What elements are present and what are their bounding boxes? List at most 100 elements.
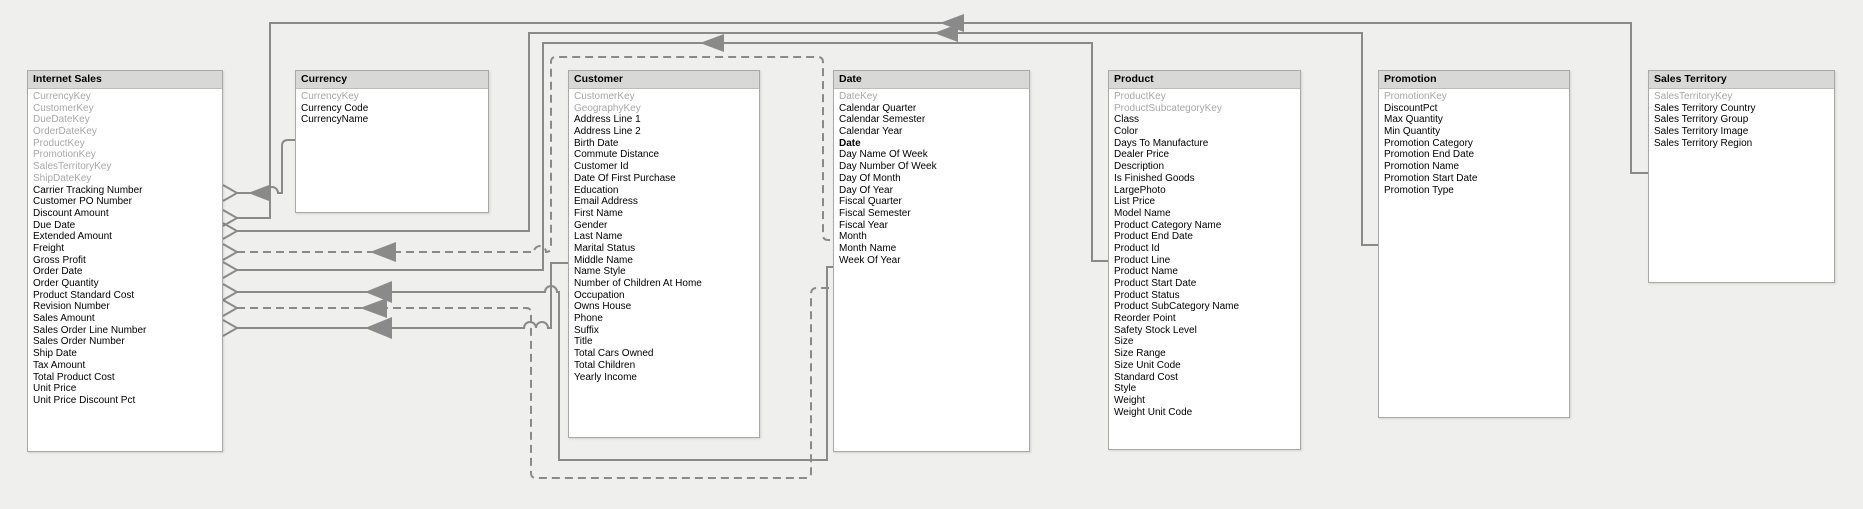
field-row[interactable]: CustomerKey [569, 91, 759, 103]
field-row[interactable]: Occupation [569, 290, 759, 302]
table-header-date[interactable]: Date [834, 71, 1029, 89]
field-row[interactable]: Due Date [28, 220, 222, 232]
field-row[interactable]: Product End Date [1109, 231, 1300, 243]
table-promotion[interactable]: Promotion PromotionKeyDiscountPctMax Qua… [1378, 70, 1570, 418]
field-row[interactable]: SalesTerritoryKey [28, 161, 222, 173]
field-row[interactable]: Carrier Tracking Number [28, 185, 222, 197]
field-row[interactable]: Day Of Month [834, 173, 1029, 185]
field-row[interactable]: Promotion Type [1379, 185, 1569, 197]
field-row[interactable]: Promotion Name [1379, 161, 1569, 173]
field-row[interactable]: Style [1109, 383, 1300, 395]
field-row[interactable]: ShipDateKey [28, 173, 222, 185]
relationship-internet-sales-customer[interactable] [237, 263, 568, 328]
table-header-sales-territory[interactable]: Sales Territory [1649, 71, 1834, 89]
field-row[interactable]: Sales Amount [28, 313, 222, 325]
field-row[interactable]: DueDateKey [28, 114, 222, 126]
field-row[interactable]: Currency Code [296, 103, 488, 115]
field-row[interactable]: Month [834, 231, 1029, 243]
relationship-arrow-date-active[interactable] [365, 281, 392, 303]
field-row[interactable]: Model Name [1109, 208, 1300, 220]
field-row[interactable]: Size [1109, 336, 1300, 348]
table-customer[interactable]: Customer CustomerKeyGeographyKeyAddress … [568, 70, 760, 438]
table-sales-territory[interactable]: Sales Territory SalesTerritoryKeySales T… [1648, 70, 1835, 283]
field-row[interactable]: Total Cars Owned [569, 348, 759, 360]
field-row[interactable]: Tax Amount [28, 360, 222, 372]
field-row[interactable]: Total Product Cost [28, 372, 222, 384]
field-row[interactable]: LargePhoto [1109, 185, 1300, 197]
field-row[interactable]: PromotionKey [28, 149, 222, 161]
field-row[interactable]: Calendar Semester [834, 114, 1029, 126]
field-row[interactable]: Birth Date [569, 138, 759, 150]
field-row[interactable]: PromotionKey [1379, 91, 1569, 103]
field-row[interactable]: Unit Price Discount Pct [28, 395, 222, 407]
field-row[interactable]: Standard Cost [1109, 372, 1300, 384]
field-row[interactable]: CustomerKey [28, 103, 222, 115]
table-product[interactable]: Product ProductKeyProductSubcategoryKeyC… [1108, 70, 1301, 450]
field-row[interactable]: Sales Order Number [28, 336, 222, 348]
table-internet-sales[interactable]: Internet Sales CurrencyKeyCustomerKeyDue… [27, 70, 223, 452]
field-row[interactable]: Days To Manufacture [1109, 138, 1300, 150]
table-header-product[interactable]: Product [1109, 71, 1300, 89]
relationship-arrow-customer[interactable] [365, 317, 392, 339]
field-row[interactable]: Commute Distance [569, 149, 759, 161]
field-row[interactable]: Name Style [569, 266, 759, 278]
field-row[interactable]: Address Line 2 [569, 126, 759, 138]
field-row[interactable]: Day Name Of Week [834, 149, 1029, 161]
field-row[interactable]: Safety Stock Level [1109, 325, 1300, 337]
field-row[interactable]: Color [1109, 126, 1300, 138]
field-row[interactable]: Owns House [569, 301, 759, 313]
relationship-arrow-currency[interactable] [248, 185, 269, 201]
field-row[interactable]: Extended Amount [28, 231, 222, 243]
field-row[interactable]: Product Start Date [1109, 278, 1300, 290]
field-row[interactable]: CurrencyKey [296, 91, 488, 103]
field-row[interactable]: Education [569, 185, 759, 197]
field-row[interactable]: Promotion Category [1379, 138, 1569, 150]
table-currency[interactable]: Currency CurrencyKeyCurrency CodeCurrenc… [295, 70, 489, 213]
field-row[interactable]: Promotion End Date [1379, 149, 1569, 161]
field-row[interactable]: Suffix [569, 325, 759, 337]
field-row[interactable]: Email Address [569, 196, 759, 208]
field-row[interactable]: Description [1109, 161, 1300, 173]
field-row[interactable]: Date [834, 138, 1029, 150]
field-row[interactable]: Max Quantity [1379, 114, 1569, 126]
field-row[interactable]: Weight Unit Code [1109, 407, 1300, 419]
field-row[interactable]: Product Line [1109, 255, 1300, 267]
field-row[interactable]: Gross Profit [28, 255, 222, 267]
table-header-customer[interactable]: Customer [569, 71, 759, 89]
field-row[interactable]: Discount Amount [28, 208, 222, 220]
field-row[interactable]: CurrencyName [296, 114, 488, 126]
field-row[interactable]: Yearly Income [569, 372, 759, 384]
field-row[interactable]: Product SubCategory Name [1109, 301, 1300, 313]
field-row[interactable]: Middle Name [569, 255, 759, 267]
field-row[interactable]: List Price [1109, 196, 1300, 208]
field-row[interactable]: Reorder Point [1109, 313, 1300, 325]
field-row[interactable]: Date Of First Purchase [569, 173, 759, 185]
relationship-internet-sales-currency[interactable] [237, 140, 295, 193]
field-row[interactable]: SalesTerritoryKey [1649, 91, 1834, 103]
field-row[interactable]: DiscountPct [1379, 103, 1569, 115]
field-row[interactable]: ProductSubcategoryKey [1109, 103, 1300, 115]
field-row[interactable]: Total Children [569, 360, 759, 372]
field-row[interactable]: Size Unit Code [1109, 360, 1300, 372]
field-row[interactable]: Ship Date [28, 348, 222, 360]
field-row[interactable]: Order Date [28, 266, 222, 278]
field-row[interactable]: Number of Children At Home [569, 278, 759, 290]
field-row[interactable]: Sales Territory Country [1649, 103, 1834, 115]
relationship-arrow-promotion[interactable] [934, 24, 958, 42]
field-row[interactable]: Week Of Year [834, 255, 1029, 267]
relationship-arrow-date-inactive-2[interactable] [360, 298, 387, 318]
field-row[interactable]: Fiscal Year [834, 220, 1029, 232]
field-row[interactable]: Unit Price [28, 383, 222, 395]
field-row[interactable]: Weight [1109, 395, 1300, 407]
table-header-internet-sales[interactable]: Internet Sales [28, 71, 222, 89]
field-row[interactable]: GeographyKey [569, 103, 759, 115]
field-row[interactable]: Freight [28, 243, 222, 255]
field-row[interactable]: Customer PO Number [28, 196, 222, 208]
field-row[interactable]: Address Line 1 [569, 114, 759, 126]
field-row[interactable]: Order Quantity [28, 278, 222, 290]
field-row[interactable]: Min Quantity [1379, 126, 1569, 138]
field-row[interactable]: Gender [569, 220, 759, 232]
field-row[interactable]: Revision Number [28, 301, 222, 313]
field-row[interactable]: Size Range [1109, 348, 1300, 360]
field-row[interactable]: Fiscal Quarter [834, 196, 1029, 208]
